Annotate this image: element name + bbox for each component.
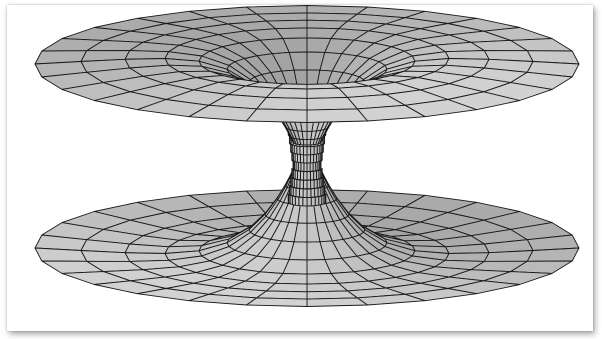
mesh-cell [307,109,368,123]
throat-cell [300,171,303,180]
throat-cell [295,197,299,206]
throat-cell [307,163,310,172]
throat-cell [319,196,322,205]
upper-sheet [35,6,579,146]
mesh-cell [247,109,308,123]
throat-cell [307,180,311,189]
throat-cell [304,163,307,172]
throat-cell [300,180,304,189]
mesh-cell [125,51,169,60]
mesh-cell [303,140,307,146]
mesh-cell [445,51,489,60]
mesh-cell [484,251,533,262]
throat-cell [296,188,299,197]
throat-cell [292,196,295,205]
throat-cell [311,189,315,198]
throat-cell [310,155,313,164]
throat-cell [288,194,289,203]
throat-cell [311,146,315,155]
throat-cell [307,147,311,156]
throat-cell [303,198,307,207]
throat-cell [303,180,307,189]
image-frame [7,5,593,331]
throat-cell [310,163,313,172]
throat-cell [300,155,303,164]
throat-cell [315,197,319,206]
throat-cell [314,180,317,189]
mesh-cell [527,248,579,261]
throat-cell [311,197,315,206]
throat-cell [297,180,300,189]
throat-cell [307,198,311,207]
throat-cell [314,146,317,155]
throat-cell [299,189,303,198]
throat-cell [307,189,311,198]
throat-cell [307,155,310,164]
mesh-cell [81,251,130,262]
throat-cell [303,189,307,198]
throat-cell [300,146,304,155]
mesh-cell [302,131,307,139]
mesh-cell [307,298,368,307]
throat-cell [297,146,300,155]
throat-cell [304,172,307,181]
throat-cell [310,171,313,180]
mesh-cell [247,298,308,307]
mesh-cell [307,140,311,146]
mesh-cell [35,248,87,261]
throat-cell [307,172,310,181]
throat-cell [311,180,315,189]
throat-cell [299,197,303,206]
throat-cell [315,188,318,197]
throat-cell [301,163,304,172]
throat-cell [303,147,307,156]
mesh-cell [307,131,312,139]
wormhole-diagram [7,5,593,331]
throat-cell [304,155,307,164]
